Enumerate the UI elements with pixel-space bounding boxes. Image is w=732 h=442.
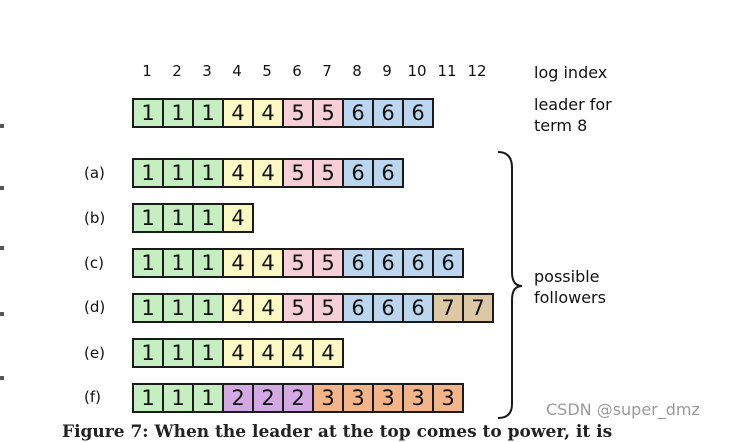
- watermark: CSDN @super_dmz: [546, 400, 700, 419]
- log-index-7: 7: [322, 62, 332, 80]
- log-index-4: 4: [232, 62, 242, 80]
- leader-log-entry: 5: [312, 98, 344, 128]
- log-index-12: 12: [467, 62, 487, 80]
- figure-caption-fragment: Figure 7: When the leader at the top com…: [62, 422, 613, 442]
- follower-log-entry: 3: [402, 383, 434, 413]
- follower-log-entry: 7: [462, 293, 494, 323]
- follower-log-entry: 4: [252, 293, 284, 323]
- follower-log-entry: 1: [132, 293, 164, 323]
- follower-log-entry: 4: [282, 338, 314, 368]
- follower-log-entry: 5: [312, 158, 344, 188]
- follower-log-entry: 1: [192, 338, 224, 368]
- followers-label-line-1: possible: [534, 267, 600, 286]
- follower-log-entry: 4: [222, 248, 254, 278]
- follower-label: (e): [84, 344, 105, 362]
- log-index-3: 3: [202, 62, 212, 80]
- log-index-9: 9: [382, 62, 392, 80]
- follower-log-entry: 3: [342, 383, 374, 413]
- follower-log-entry: 1: [132, 248, 164, 278]
- margin-artifact: [0, 186, 4, 190]
- log-index-8: 8: [352, 62, 362, 80]
- follower-log-entry: 6: [432, 248, 464, 278]
- follower-log-entry: 4: [252, 248, 284, 278]
- leader-log-entry: 6: [342, 98, 374, 128]
- margin-artifact: [0, 124, 4, 128]
- margin-artifact: [0, 312, 4, 316]
- leader-log-entry: 1: [192, 98, 224, 128]
- follower-log-entry: 4: [222, 203, 254, 233]
- follower-log-entry: 6: [372, 248, 404, 278]
- follower-log-entry: 5: [282, 248, 314, 278]
- leader-log-entry: 1: [162, 98, 194, 128]
- follower-label: (b): [84, 209, 106, 227]
- log-index-10: 10: [407, 62, 427, 80]
- follower-log-entry: 1: [192, 293, 224, 323]
- followers-brace: [497, 151, 523, 419]
- follower-log-entry: 4: [222, 158, 254, 188]
- follower-log-entry: 1: [192, 383, 224, 413]
- leader-label-line-1: leader for: [534, 95, 612, 114]
- follower-log-entry: 4: [252, 158, 284, 188]
- curly-brace-path: [497, 151, 523, 419]
- log-index-1: 1: [142, 62, 152, 80]
- leader-log-entry: 4: [252, 98, 284, 128]
- followers-label-line-2: followers: [534, 288, 606, 307]
- log-index-6: 6: [292, 62, 302, 80]
- log-index-11: 11: [437, 62, 457, 80]
- follower-log-entry: 6: [372, 293, 404, 323]
- follower-log-entry: 4: [312, 338, 344, 368]
- follower-log-entry: 1: [162, 383, 194, 413]
- follower-log-entry: 1: [162, 338, 194, 368]
- follower-label: (d): [84, 298, 106, 316]
- follower-log-entry: 4: [252, 338, 284, 368]
- follower-label: (a): [84, 164, 105, 182]
- log-index-header: log index: [534, 63, 608, 82]
- follower-log-entry: 1: [192, 248, 224, 278]
- follower-log-entry: 1: [132, 158, 164, 188]
- follower-label: (f): [84, 388, 101, 406]
- leader-log-entry: 6: [372, 98, 404, 128]
- margin-artifact: [0, 246, 4, 250]
- follower-log-entry: 4: [222, 293, 254, 323]
- follower-log-entry: 2: [222, 383, 254, 413]
- log-index-5: 5: [262, 62, 272, 80]
- margin-artifact: [0, 376, 4, 380]
- log-index-2: 2: [172, 62, 182, 80]
- follower-log-entry: 3: [372, 383, 404, 413]
- leader-log-entry: 1: [132, 98, 164, 128]
- leader-log-entry: 5: [282, 98, 314, 128]
- leader-log-entry: 6: [402, 98, 434, 128]
- follower-log-entry: 6: [402, 293, 434, 323]
- follower-log-entry: 3: [432, 383, 464, 413]
- leader-label-line-2: term 8: [534, 116, 588, 135]
- follower-log-entry: 5: [282, 158, 314, 188]
- leader-label: leader for term 8: [534, 94, 612, 136]
- followers-label: possible followers: [534, 266, 606, 308]
- follower-log-entry: 1: [132, 383, 164, 413]
- follower-label: (c): [84, 254, 104, 272]
- follower-log-entry: 5: [312, 293, 344, 323]
- follower-log-entry: 1: [192, 203, 224, 233]
- follower-log-entry: 6: [372, 158, 404, 188]
